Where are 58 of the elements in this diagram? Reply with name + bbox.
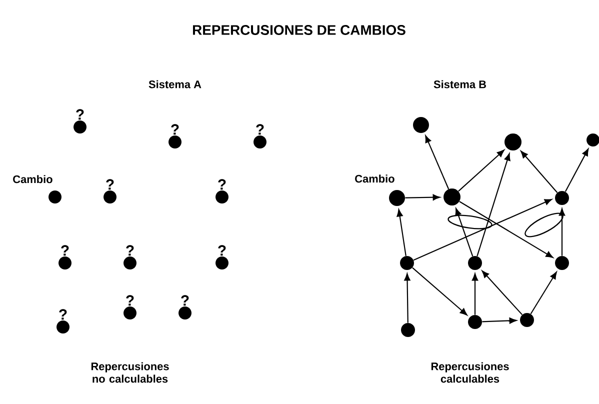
title: REPERCUSIONES DE CAMBIOS (193, 25, 406, 35)
heading: Repercusiones calculables (431, 362, 509, 383)
arrow (404, 273, 410, 323)
arrow (482, 270, 523, 316)
dot (104, 190, 116, 204)
dot (48, 190, 62, 204)
arrow (482, 318, 517, 324)
dot (520, 313, 534, 327)
dot (74, 120, 86, 134)
arrow (476, 153, 510, 256)
dot (178, 306, 192, 320)
dot (124, 306, 136, 320)
arrow (405, 194, 440, 200)
dot (555, 256, 569, 270)
node-label: Cambio (355, 174, 394, 183)
arrow (520, 150, 558, 193)
dot (504, 134, 522, 150)
dot (168, 136, 182, 148)
heading: Sistema A (148, 80, 202, 88)
question-mark: ? (126, 295, 134, 306)
dot (401, 323, 415, 337)
question-mark: ? (126, 245, 134, 256)
arrow (412, 267, 468, 316)
question-mark: ? (181, 295, 189, 306)
dot (468, 256, 482, 270)
question-mark: ? (61, 245, 69, 256)
arrow (458, 150, 504, 192)
arrow (455, 208, 474, 256)
dot (58, 256, 72, 270)
heading: Repercusiones no calculables (91, 362, 169, 383)
question-mark: ? (218, 245, 226, 256)
arrow (425, 135, 450, 190)
arrow (472, 273, 478, 315)
dot (413, 117, 429, 133)
arrow (413, 198, 552, 261)
arrow (558, 208, 566, 256)
arrow (396, 209, 406, 256)
heading: Sistema B (434, 80, 486, 88)
dot (555, 191, 569, 205)
arrow (459, 201, 554, 258)
dot (468, 315, 482, 329)
question-mark: ? (171, 124, 179, 135)
dot (216, 256, 228, 270)
arrow (564, 148, 589, 192)
question-mark: ? (59, 309, 67, 320)
dot (56, 320, 70, 334)
question-mark: ? (218, 179, 226, 190)
dot (124, 256, 136, 270)
dot (400, 256, 414, 270)
dot (444, 188, 460, 206)
question-mark: ? (256, 124, 264, 135)
dot (254, 136, 266, 148)
question-mark: ? (76, 109, 84, 120)
arrow (530, 272, 557, 314)
dot (216, 190, 228, 204)
node-label: Cambio (13, 175, 52, 184)
dot (389, 190, 405, 206)
question-mark: ? (106, 179, 114, 190)
